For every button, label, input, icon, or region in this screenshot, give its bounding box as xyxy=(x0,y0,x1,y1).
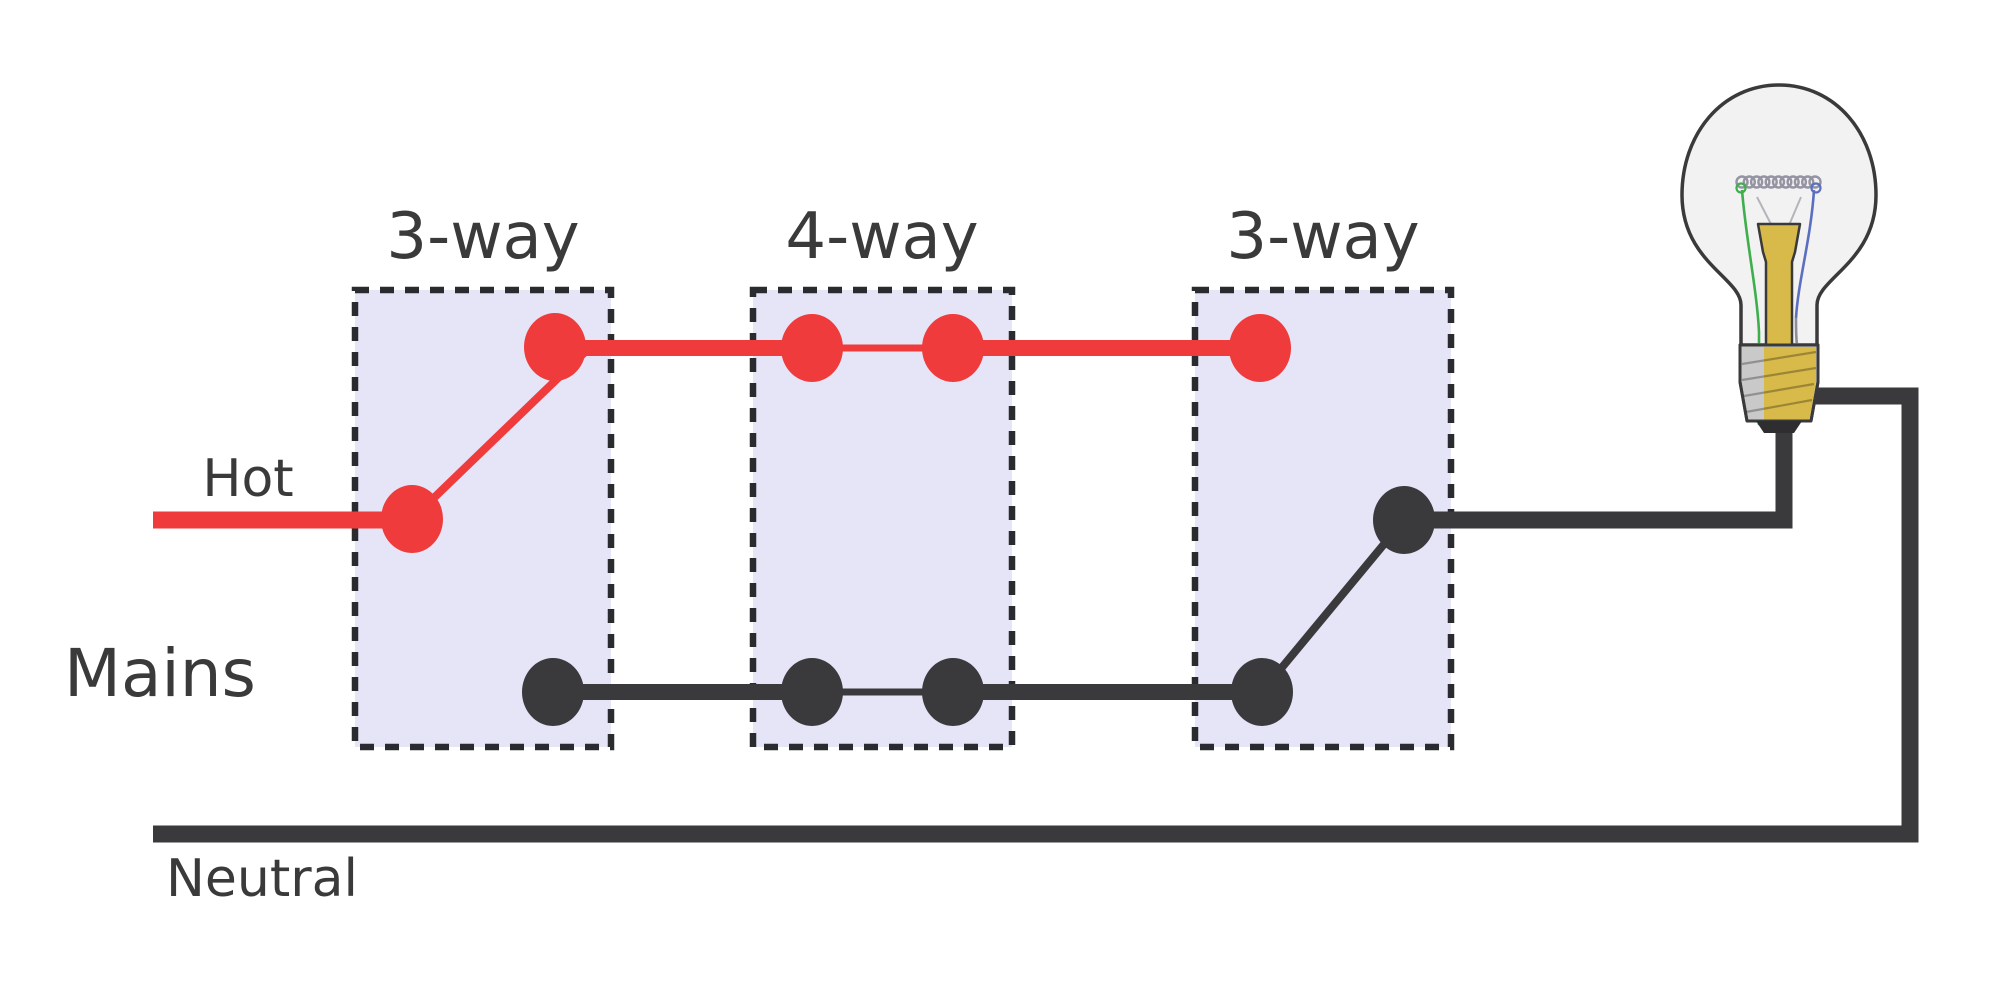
switched-wire-to-bulb xyxy=(1404,430,1793,529)
terminal-traveler-right-top xyxy=(1229,314,1291,382)
bulb-base-outline xyxy=(1738,343,1820,423)
terminal-4way-bottom-left xyxy=(781,658,843,726)
bulb-base-brass xyxy=(1764,347,1816,420)
terminal-traveler-right-bottom xyxy=(1231,658,1293,726)
neutral-wire xyxy=(153,387,1919,843)
terminal-common-right xyxy=(1373,486,1435,554)
bulb-filament-coil xyxy=(1735,175,1822,189)
hot-label: Hot xyxy=(202,449,293,509)
filament-hook-blue xyxy=(1810,182,1822,194)
bulb-lead-green xyxy=(1740,189,1778,433)
terminal-4way-top-right xyxy=(922,314,984,382)
switch-labels: 3-way 4-way 3-way xyxy=(386,200,1419,274)
terminal-traveler-left-bottom xyxy=(522,658,584,726)
bulb-glass xyxy=(1680,83,1878,347)
terminal-4way-bottom-right xyxy=(922,658,984,726)
switch-label-3way-right: 3-way xyxy=(1226,200,1419,274)
terminal-4way-top-left xyxy=(781,314,843,382)
filament-hook-green xyxy=(1735,182,1747,194)
neutral-label: Neutral xyxy=(166,849,358,909)
bulb-base-threads xyxy=(1741,350,1817,414)
bulb-lead-blue xyxy=(1794,189,1816,319)
switch-label-3way-left: 3-way xyxy=(386,200,579,274)
bulb-foot-contact xyxy=(1756,421,1802,433)
mains-label: Mains xyxy=(64,635,256,712)
terminal-traveler-left-top xyxy=(524,313,586,381)
light-bulb-icon xyxy=(1680,83,1878,433)
terminal-common-left xyxy=(381,485,443,553)
switch-label-4way: 4-way xyxy=(785,200,978,274)
terminals xyxy=(381,313,1435,726)
